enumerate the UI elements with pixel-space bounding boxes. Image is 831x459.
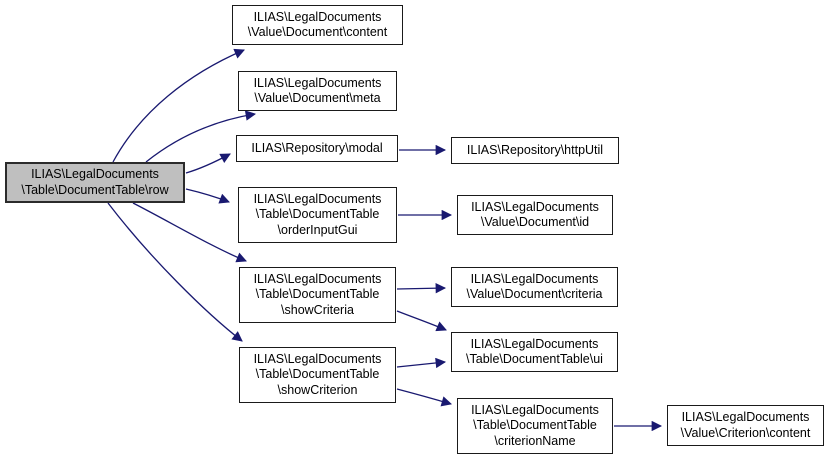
node-criterion-name[interactable]: ILIAS\LegalDocuments \Table\DocumentTabl… [457,398,613,454]
edge-show-criterion-to-document-table-ui [396,357,447,369]
node-value-document-criteria[interactable]: ILIAS\LegalDocuments \Value\Document\cri… [451,267,618,307]
node-value-document-content[interactable]: ILIAS\LegalDocuments \Value\Document\con… [232,5,403,45]
edge-row-to-value-document-meta [145,110,257,163]
edge-show-criteria-to-value-document-criteria [396,282,447,294]
node-document-table-ui[interactable]: ILIAS\LegalDocuments \Table\DocumentTabl… [451,332,618,372]
node-value-criterion-content[interactable]: ILIAS\LegalDocuments \Value\Criterion\co… [667,405,824,446]
node-show-criterion[interactable]: ILIAS\LegalDocuments \Table\DocumentTabl… [239,347,396,403]
node-order-input-gui[interactable]: ILIAS\LegalDocuments \Table\DocumentTabl… [238,187,397,243]
edge-show-criterion-to-criterion-name [396,388,452,407]
node-repository-modal[interactable]: ILIAS\Repository\modal [236,135,398,162]
node-value-document-meta[interactable]: ILIAS\LegalDocuments \Value\Document\met… [238,71,397,111]
edge-show-criteria-to-document-table-ui [396,310,447,332]
node-show-criteria[interactable]: ILIAS\LegalDocuments \Table\DocumentTabl… [239,267,396,323]
edge-row-to-value-document-content [112,48,245,163]
edge-row-to-show-criteria [132,202,247,263]
edge-row-to-show-criterion [107,202,243,342]
node-repository-httputil[interactable]: ILIAS\Repository\httpUtil [451,137,619,164]
node-row[interactable]: ILIAS\LegalDocuments \Table\DocumentTabl… [5,162,185,203]
node-value-document-id[interactable]: ILIAS\LegalDocuments \Value\Document\id [457,195,613,235]
edge-row-to-order-input-gui [185,188,230,204]
edge-row-to-repository-modal [185,153,231,174]
